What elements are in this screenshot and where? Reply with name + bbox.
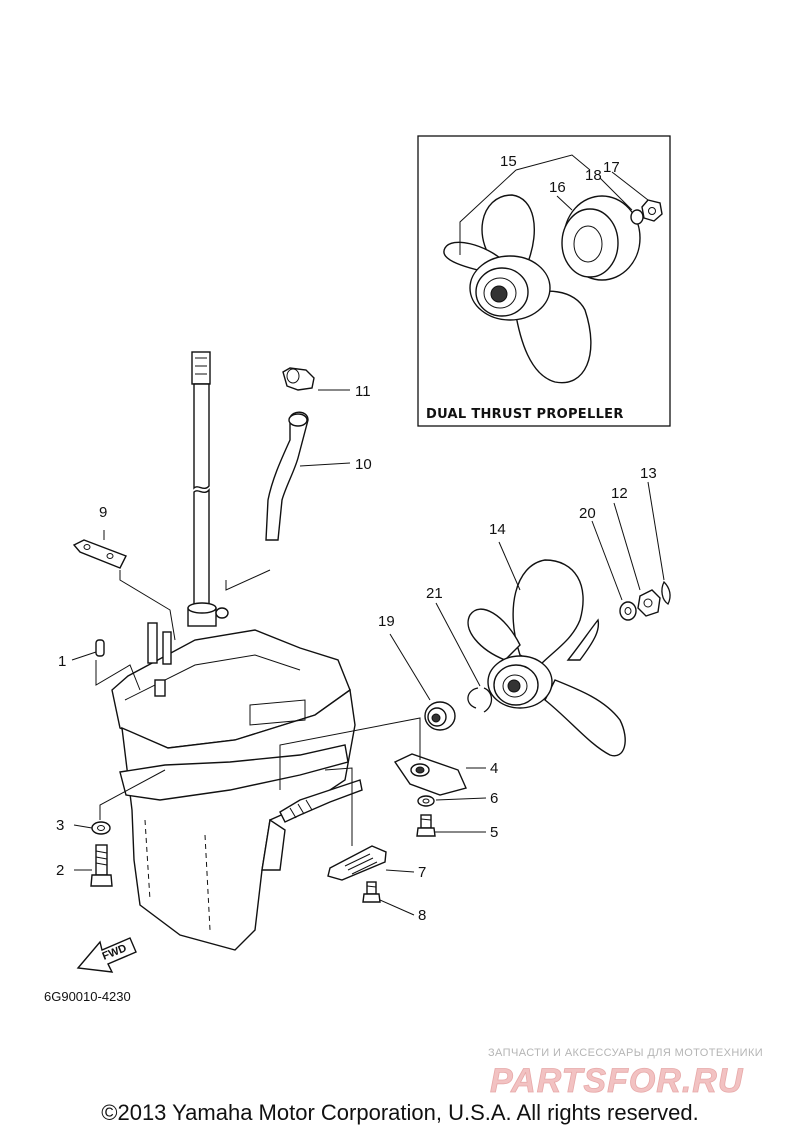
callout-5: 5: [490, 824, 498, 841]
bolt-2: [90, 844, 113, 887]
leader-lines: [71, 389, 665, 916]
callout-10: 10: [355, 456, 372, 473]
callout-12: 12: [611, 485, 628, 502]
callout-9: 9: [99, 504, 107, 521]
cotter-pin-13: [661, 580, 671, 605]
bolt-5: [416, 814, 436, 837]
leader-16: [556, 195, 573, 211]
leader-17: [611, 171, 649, 201]
fwd-arrow-icon: FWD: [76, 937, 137, 973]
callout-18: 18: [585, 167, 602, 184]
callout-8: 8: [418, 907, 426, 924]
propeller-14: [467, 559, 626, 757]
callout-17: 17: [603, 159, 620, 176]
inset-spacer-16: [561, 195, 641, 281]
inset-propeller-15: [443, 194, 592, 384]
grommet-11: [282, 367, 315, 391]
callout-3: 3: [56, 817, 64, 834]
trim-tab-4: [393, 753, 467, 796]
callout-20: 20: [579, 505, 596, 522]
watermark-brand: PARTSFOR.RU: [490, 1062, 744, 1100]
callout-6: 6: [490, 790, 498, 807]
water-pipe-10: [265, 411, 309, 541]
callout-15: 15: [500, 153, 517, 170]
plate-7: [327, 845, 387, 881]
washer-6: [417, 795, 435, 807]
inset-washer-18: [630, 209, 644, 225]
lower-casing: [111, 622, 363, 951]
callout-14: 14: [489, 521, 506, 538]
leader-15b: [515, 154, 591, 171]
copyright-notice: ©2013 Yamaha Motor Corporation, U.S.A. A…: [101, 1100, 699, 1125]
callout-11: 11: [355, 383, 371, 400]
nut-12: [637, 589, 661, 617]
leader-18: [599, 177, 633, 211]
inset-frame: [417, 135, 671, 427]
drive-shaft: [187, 351, 229, 627]
leader-15a: [459, 169, 517, 255]
callout-1: 1: [58, 653, 66, 670]
callout-7: 7: [418, 864, 426, 881]
dual-thrust-propeller-inset: DUAL THRUST PROPELLER 15: [417, 135, 671, 427]
spacer-19: [424, 701, 456, 731]
dowel-pin-1: [95, 639, 105, 657]
washer-3: [91, 821, 111, 835]
plate-9: [72, 539, 127, 569]
watermark: ЗАПЧАСТИ И АКСЕССУАРЫ ДЛЯ МОТОТЕХНИКИ PA…: [488, 1047, 763, 1100]
drawing-code: 6G90010-4230: [44, 989, 131, 1004]
callout-13: 13: [640, 465, 657, 482]
inset-title: DUAL THRUST PROPELLER: [426, 407, 624, 422]
screw-8: [362, 881, 381, 903]
inset-nut-17: [641, 199, 663, 222]
watermark-tagline: ЗАПЧАСТИ И АКСЕССУАРЫ ДЛЯ МОТОТЕХНИКИ: [488, 1047, 763, 1059]
callout-19: 19: [378, 613, 395, 630]
callout-labels: 11 10 9 14 20 12 13 21 19 1 4 6 3 5 2 7 …: [56, 383, 657, 924]
circlip-21: [467, 687, 493, 713]
washer-20: [619, 601, 637, 621]
callout-21: 21: [426, 585, 443, 602]
callout-4: 4: [490, 760, 498, 777]
callout-2: 2: [56, 862, 64, 879]
callout-16: 16: [549, 179, 566, 196]
